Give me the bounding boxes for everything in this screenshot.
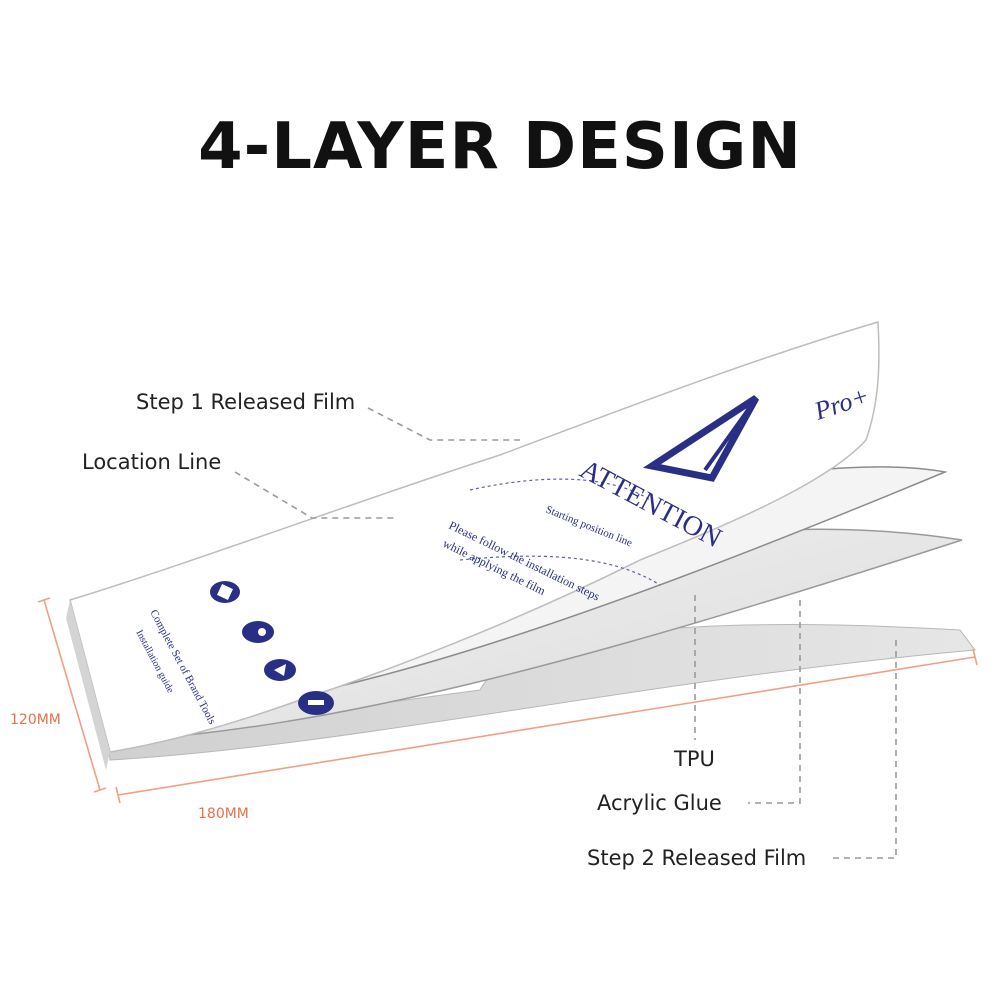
warning-triangle-icon [642, 395, 760, 482]
layer-edge-shadow [66, 600, 110, 770]
dimension-height-line [43, 599, 101, 791]
dimension-width-tick-left [115, 786, 121, 804]
location-line-lower [459, 555, 661, 586]
callout-location-line: Location Line [82, 450, 222, 474]
leader-acrylic-glue [748, 600, 801, 804]
tool-icon-4 [298, 691, 334, 715]
dimension-width-tick-right [972, 648, 978, 666]
tool-icon-2 [242, 621, 274, 643]
dimension-width-line [117, 656, 976, 796]
dimension-height-label: 120MM [10, 712, 61, 728]
dimension-height-tick-bottom [93, 787, 107, 793]
tool-icon-3 [264, 659, 296, 681]
callout-tpu: TPU [674, 747, 715, 771]
callout-step1-released-film: Step 1 Released Film [136, 390, 356, 414]
leader-location-line [234, 471, 395, 519]
leader-step2 [828, 640, 897, 859]
dimension-width-label: 180MM [198, 806, 249, 822]
callout-acrylic-glue: Acrylic Glue [597, 791, 722, 815]
diagram-title: 4-LAYER DESIGN [198, 110, 802, 184]
callout-step2-released-film: Step 2 Released Film [587, 846, 807, 870]
tool-icon-1 [210, 581, 240, 603]
dimension-height-tick-top [37, 597, 51, 603]
location-line [469, 478, 651, 501]
leader-step1 [367, 407, 520, 441]
